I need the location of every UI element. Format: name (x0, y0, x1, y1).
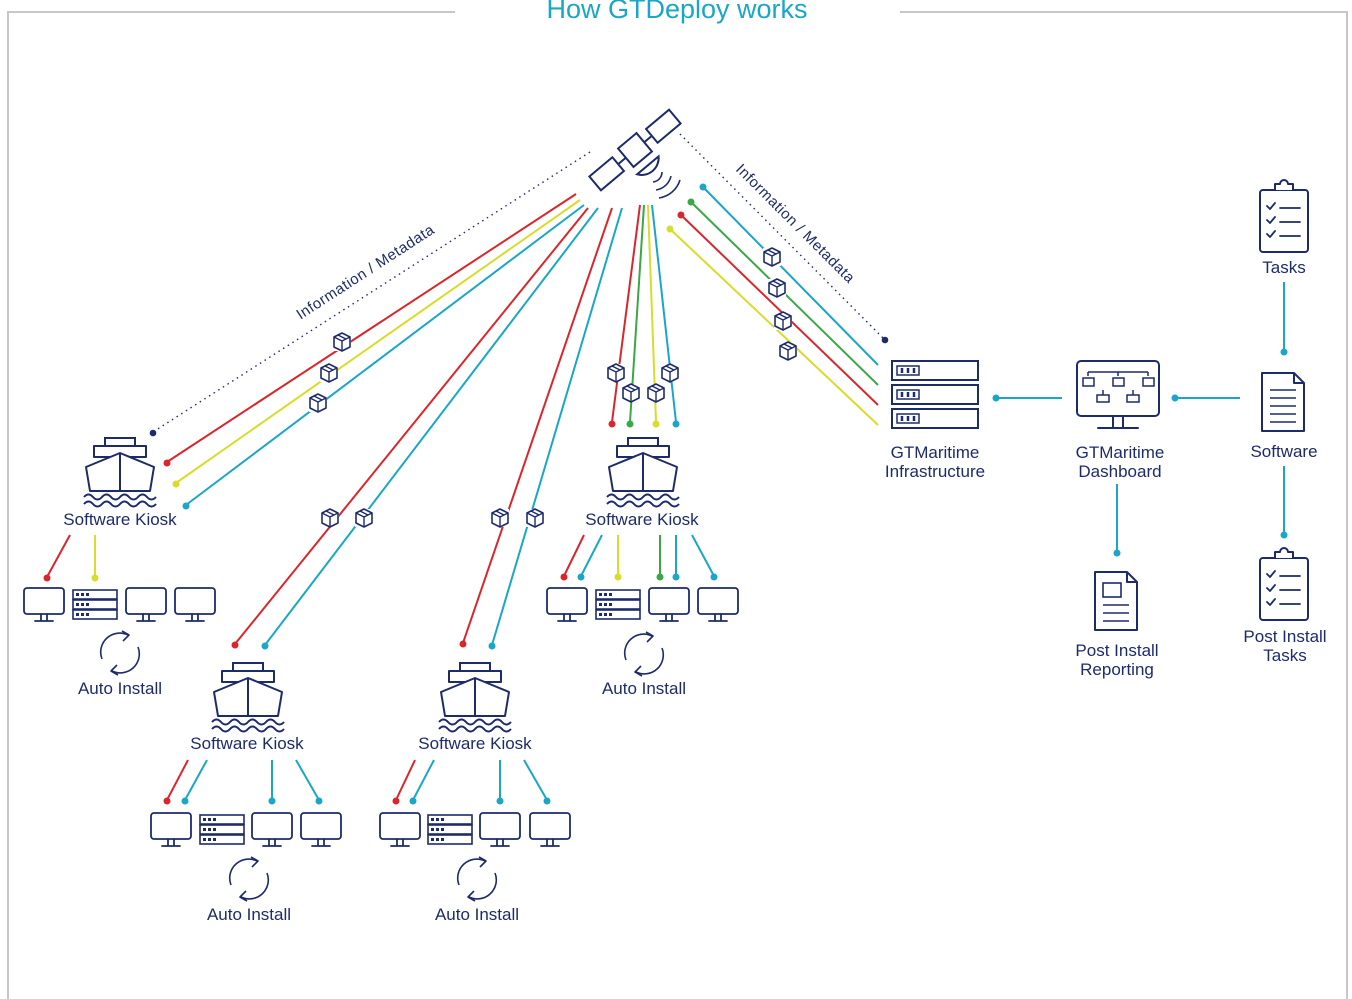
ship-icon (606, 437, 680, 508)
package-icon (354, 508, 374, 528)
server-icon (595, 589, 641, 620)
post-install-tasks-node: Post Install Tasks (1243, 547, 1327, 665)
infrastructure-label-line2: Infrastructure (885, 462, 985, 481)
auto-install-label: Auto Install (435, 905, 519, 924)
server-icon (199, 814, 245, 845)
software-label: Software (1250, 442, 1317, 461)
metadata-lines (149, 133, 889, 437)
link-endpoints (163, 183, 707, 650)
diagram-title: How GTDeploy works (546, 0, 807, 24)
package-icon (319, 363, 339, 383)
clipboard-icon (1259, 179, 1309, 253)
ship-icon (211, 662, 285, 733)
software-node: Software (1250, 372, 1318, 461)
computer-icon (150, 812, 192, 847)
package-icon (606, 363, 626, 383)
package-icon (762, 247, 782, 267)
kiosk-label: Software Kiosk (63, 510, 177, 529)
document-icon (1261, 372, 1305, 432)
auto-install-label: Auto Install (78, 679, 162, 698)
computer-icon (23, 587, 65, 622)
signal-waves (652, 171, 681, 199)
kiosk-label: Software Kiosk (418, 734, 532, 753)
ship-icon (83, 437, 157, 508)
refresh-icon (228, 856, 270, 902)
dashboard-monitor-icon (1076, 360, 1160, 429)
reporting-label-line1: Post Install (1075, 641, 1158, 660)
computer-icon (379, 812, 421, 847)
package-icon (332, 332, 352, 352)
computer-icon (174, 587, 216, 622)
computer-icon (648, 587, 690, 622)
satellite-icon (587, 108, 683, 192)
kiosk-label: Software Kiosk (585, 510, 699, 529)
package-icon (308, 393, 328, 413)
kiosk-3: Software Kiosk Auto Install (379, 662, 571, 924)
post-install-tasks-label-line2: Tasks (1263, 646, 1306, 665)
package-icon (773, 311, 793, 331)
tasks-label: Tasks (1262, 258, 1305, 277)
report-icon (1094, 571, 1138, 631)
auto-install-label: Auto Install (602, 679, 686, 698)
dashboard-label-line1: GTMaritime (1076, 443, 1165, 462)
kiosk-4: Software Kiosk Auto Install (546, 437, 739, 698)
dashboard-label-line2: Dashboard (1078, 462, 1161, 481)
refresh-icon (456, 856, 498, 902)
computer-icon (125, 587, 167, 622)
frame (7, 11, 1348, 999)
metadata-left-label: Information / Metadata (293, 221, 437, 323)
package-icon (621, 383, 641, 403)
computer-icon (479, 812, 521, 847)
package-icon (490, 508, 510, 528)
server-icon (427, 814, 473, 845)
auto-install-label: Auto Install (207, 905, 291, 924)
package-icon (778, 341, 798, 361)
refresh-icon (623, 631, 665, 677)
tasks-node: Tasks (1259, 179, 1309, 277)
kiosk-2: Software Kiosk Auto Install (150, 662, 342, 924)
infrastructure-node: GTMaritime Infrastructure (885, 360, 985, 481)
infrastructure-label-line1: GTMaritime (891, 443, 980, 462)
computer-icon (251, 812, 293, 847)
ship-icon (438, 662, 512, 733)
computer-icon (546, 587, 588, 622)
server-icon (891, 360, 979, 429)
package-icon (525, 508, 545, 528)
dashboard-node: GTMaritime Dashboard (1076, 360, 1165, 481)
kiosk-1: Software Kiosk Auto Install (23, 437, 216, 698)
package-icon (646, 383, 666, 403)
packages (308, 247, 798, 528)
right-connectors (992, 282, 1288, 557)
kiosk-label: Software Kiosk (190, 734, 304, 753)
refresh-icon (99, 630, 141, 676)
metadata-right-label: Information / Metadata (732, 161, 858, 287)
package-icon (767, 278, 787, 298)
server-icon (72, 589, 118, 620)
clipboard-icon (1259, 547, 1309, 621)
package-icon (320, 508, 340, 528)
reporting-label-line2: Reporting (1080, 660, 1154, 679)
computer-icon (300, 812, 342, 847)
package-icon (660, 363, 680, 383)
computer-icon (529, 812, 571, 847)
post-install-reporting-node: Post Install Reporting (1075, 571, 1159, 679)
computer-icon (697, 587, 739, 622)
post-install-tasks-label-line1: Post Install (1243, 627, 1326, 646)
